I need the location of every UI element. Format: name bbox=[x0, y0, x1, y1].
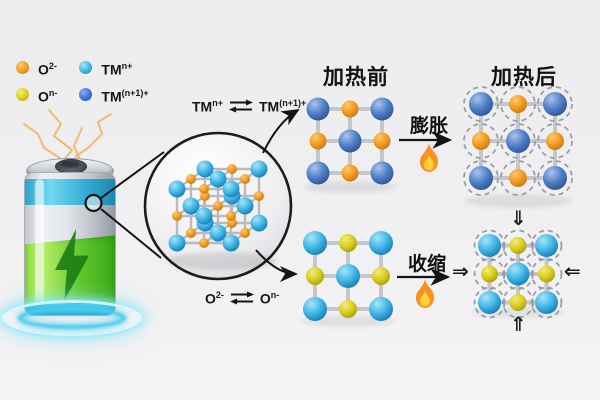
legend-item-tmn1: TM(n+1)+ bbox=[79, 86, 149, 103]
contraction-label: 收缩 bbox=[407, 254, 446, 275]
legend-item-tmn: TMn+ bbox=[79, 59, 148, 77]
equilibrium-arrows-icon bbox=[228, 99, 253, 113]
arrow-to-bottom-lattice bbox=[255, 249, 298, 282]
o2-sphere-icon bbox=[16, 61, 29, 75]
after-heating-title: 加热后 bbox=[491, 66, 557, 89]
fire-icon bbox=[415, 279, 435, 308]
lattice-before-heating-top bbox=[306, 97, 394, 185]
base-glow-ring bbox=[2, 300, 142, 336]
fire-icon bbox=[419, 143, 439, 172]
branch-arrows bbox=[255, 108, 300, 282]
expansion-label: 膨胀 bbox=[409, 116, 448, 137]
on-sphere-icon bbox=[16, 87, 29, 101]
legend-item-o2: O2- bbox=[16, 59, 57, 77]
squeeze-arrow-right-icon: ⇒ bbox=[452, 261, 469, 283]
squeeze-arrow-down-icon: ⇓ bbox=[510, 208, 527, 230]
callout-source-circle bbox=[84, 193, 103, 213]
tm-redox-equation: TMn+ TM(n+1)+ bbox=[192, 98, 307, 115]
tmn1-sphere-icon bbox=[79, 87, 93, 101]
lattice-after-heating-contracted bbox=[473, 229, 563, 319]
squeeze-arrow-up-icon: ⇑ bbox=[510, 314, 527, 336]
tmn-sphere-icon bbox=[79, 61, 93, 75]
oxygen-redox-equation: O2- On- bbox=[205, 290, 280, 307]
inset-3d-lattice bbox=[168, 160, 268, 252]
arrow-to-top-lattice bbox=[262, 108, 300, 154]
process-arrows bbox=[397, 131, 453, 286]
squeeze-arrow-left-icon: ⇐ bbox=[564, 261, 581, 283]
callout-lines bbox=[100, 151, 165, 259]
lattice-after-heating-expanded bbox=[463, 86, 573, 196]
lattice-before-heating-bottom bbox=[303, 231, 393, 321]
glass-highlight bbox=[35, 179, 44, 307]
equilibrium-arrows-icon bbox=[229, 291, 254, 305]
before-heating-title: 加热前 bbox=[323, 66, 389, 89]
spark-smudge bbox=[60, 160, 80, 168]
legend-item-on: On- bbox=[16, 86, 57, 103]
legend: O2- TMn+ On- TM(n+1)+ bbox=[16, 59, 149, 103]
